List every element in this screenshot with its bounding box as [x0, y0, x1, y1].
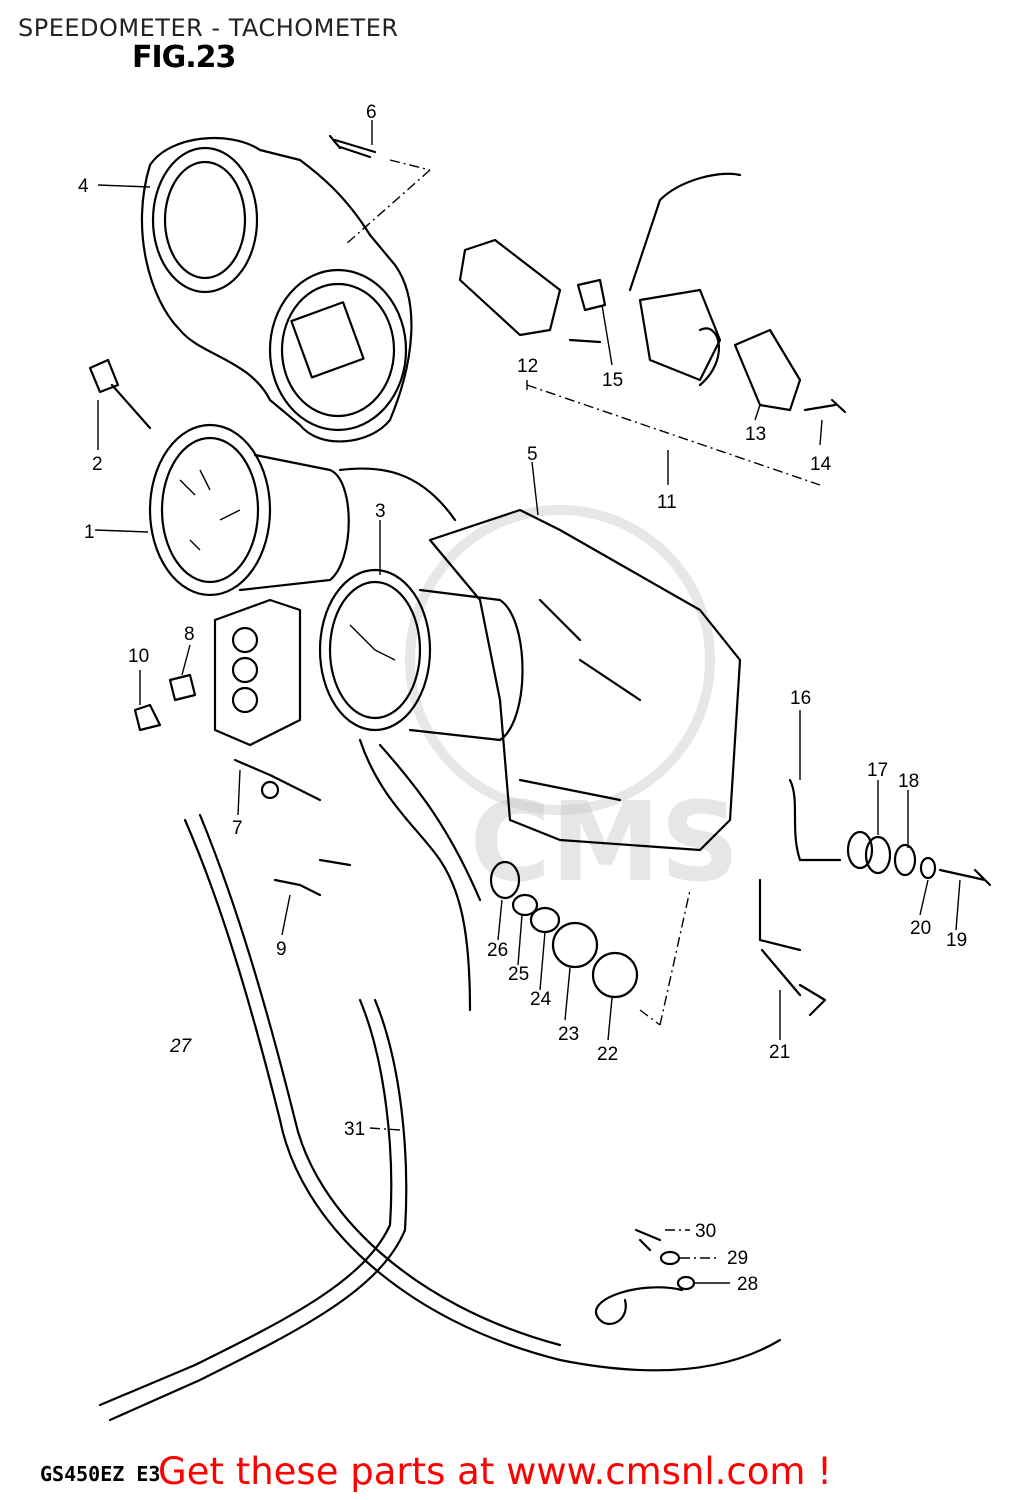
callout-19: 19	[946, 930, 967, 951]
page-title: SPEEDOMETER - TACHOMETER	[18, 14, 399, 42]
bracket-16[interactable]	[758, 778, 842, 952]
bulb-10[interactable]	[133, 703, 162, 732]
tachometer-cable-31[interactable]	[98, 998, 408, 1422]
callout-31: 31	[344, 1119, 365, 1140]
callout-2: 2	[92, 454, 103, 475]
parts-diagram: CMS	[78, 102, 992, 1422]
clamp-28[interactable]	[595, 1275, 696, 1325]
screw-15[interactable]	[568, 278, 607, 344]
callout-30: 30	[695, 1221, 716, 1242]
cover-13[interactable]	[733, 328, 802, 412]
wiring-harness[interactable]	[338, 467, 482, 1012]
damper-17[interactable]	[846, 830, 892, 875]
reset-knob[interactable]	[88, 358, 152, 430]
callout-22: 22	[597, 1044, 618, 1065]
callout-29: 29	[727, 1248, 748, 1269]
callout-20: 20	[910, 918, 931, 939]
callout-21: 21	[769, 1042, 790, 1063]
washer-25[interactable]	[511, 893, 539, 917]
callout-23: 23	[558, 1024, 579, 1045]
callout-11: 11	[657, 492, 677, 513]
speedometer[interactable]	[148, 423, 350, 597]
gear-indicator-12[interactable]	[458, 238, 562, 337]
watermark-text: CMS	[470, 778, 739, 906]
washer-20[interactable]	[919, 856, 937, 880]
callout-14: 14	[810, 454, 832, 475]
callout-15: 15	[602, 370, 623, 391]
damper-22[interactable]	[591, 951, 639, 999]
bolt-19[interactable]	[938, 868, 992, 887]
meter-bracket[interactable]	[428, 508, 742, 852]
screw-14[interactable]	[803, 398, 847, 414]
callout-7: 7	[232, 818, 243, 839]
callout-1: 1	[84, 522, 95, 543]
callout-26: 26	[487, 940, 508, 961]
model-code: GS450EZ E3	[40, 1462, 161, 1486]
callout-4: 4	[78, 176, 89, 197]
callout-16: 16	[790, 688, 811, 709]
washer-29[interactable]	[659, 1250, 681, 1266]
callout-8: 8	[184, 624, 195, 645]
callout-12: 12	[517, 356, 538, 377]
socket-9[interactable]	[273, 858, 352, 897]
leader-lines	[94, 120, 961, 1284]
bolt-21[interactable]	[760, 948, 827, 1017]
callouts: 1 2 3 4 5 6 7 8 9 10 11 12 13 14 15 16 1…	[78, 102, 967, 1295]
tachometer[interactable]	[318, 568, 524, 742]
callout-13: 13	[745, 424, 766, 445]
nut-26[interactable]	[489, 860, 521, 900]
callout-27: 27	[169, 1036, 193, 1057]
neutral-switch-harness[interactable]	[628, 172, 742, 387]
cmsnl-parts-link[interactable]: Get these parts at www.cmsnl.com !	[158, 1450, 833, 1493]
bolt-30[interactable]	[634, 1228, 662, 1252]
bulb-8[interactable]	[168, 673, 197, 702]
indicator-lamp-housing[interactable]	[213, 598, 302, 747]
callout-3: 3	[375, 501, 386, 522]
callout-25: 25	[508, 964, 529, 985]
socket-7[interactable]	[233, 758, 322, 802]
callout-24: 24	[530, 989, 552, 1010]
meter-case-cover[interactable]	[140, 136, 413, 443]
washer-24[interactable]	[529, 906, 561, 934]
callout-17: 17	[867, 760, 888, 781]
screw-6[interactable]	[328, 134, 377, 159]
figure-number: FIG.23	[132, 40, 236, 75]
washer-18[interactable]	[893, 843, 917, 877]
callout-10: 10	[128, 646, 149, 667]
callout-28: 28	[737, 1274, 758, 1295]
callout-9: 9	[276, 939, 287, 960]
callout-18: 18	[898, 771, 919, 792]
speedometer-cable-27[interactable]	[183, 813, 782, 1372]
damper-23[interactable]	[551, 921, 599, 969]
callout-6: 6	[366, 102, 377, 123]
callout-5: 5	[527, 444, 538, 465]
watermark-logo: CMS	[405, 505, 739, 906]
